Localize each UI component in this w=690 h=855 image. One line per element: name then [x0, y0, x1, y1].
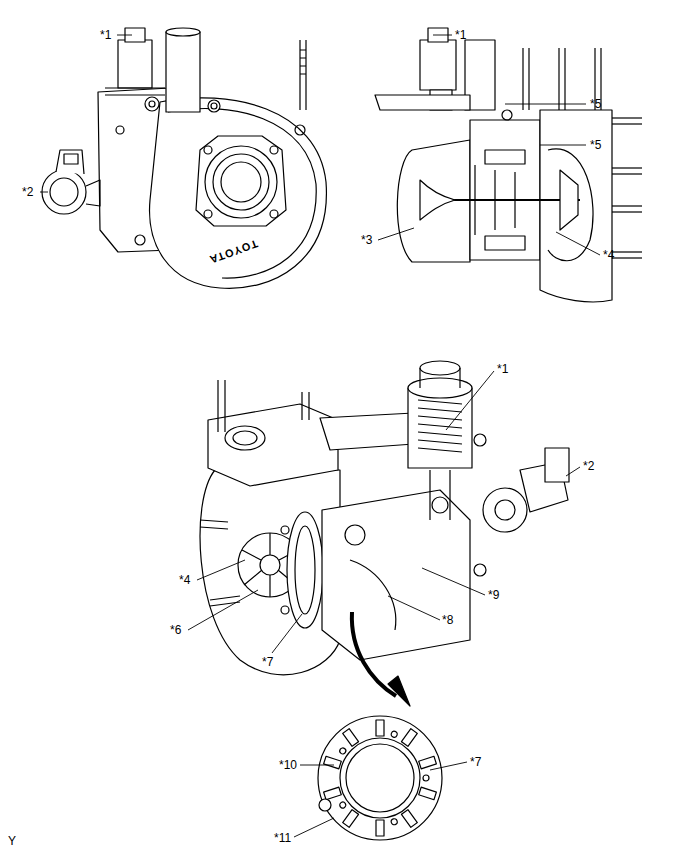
callout-text: *3 — [361, 233, 372, 247]
arrow-head — [388, 676, 410, 706]
callout-number: *10 — [279, 758, 297, 772]
callout-text: *4 — [603, 248, 614, 262]
callout-text: *2 — [22, 185, 33, 199]
callout-number: *1 — [497, 362, 508, 376]
callout-text: *11 — [274, 831, 291, 845]
callout-text: *1 — [100, 28, 111, 42]
callout-number: *4 — [603, 248, 614, 262]
callout-number: *3 — [361, 233, 372, 247]
callout-number: *5 — [590, 97, 601, 111]
perspective-view — [200, 361, 569, 675]
leader-lines — [40, 35, 600, 837]
callout-text: *1 — [455, 28, 466, 42]
callout-text: *5 — [590, 97, 601, 111]
callout-number: *6 — [170, 623, 181, 637]
callout-number: *1 — [455, 28, 466, 42]
callout-text: *5 — [590, 138, 601, 152]
callout-text: *8 — [442, 613, 453, 627]
callout-text: *2 — [583, 459, 594, 473]
callout-number: Y — [8, 834, 16, 848]
callout-text: *6 — [170, 623, 181, 637]
callout-number: *1 — [100, 28, 111, 42]
callout-number: *8 — [442, 613, 453, 627]
callout-number: *2 — [583, 459, 594, 473]
callout-text: *10 — [279, 758, 297, 772]
callout-number: *4 — [179, 573, 190, 587]
callout-text: *4 — [179, 573, 190, 587]
callout-number: *2 — [22, 185, 33, 199]
nozzle-ring-detail — [318, 716, 442, 840]
callout-text: Y — [8, 834, 16, 848]
callout-number: *7 — [470, 755, 481, 769]
callout-number: *9 — [488, 588, 499, 602]
callout-number: *7 — [262, 655, 273, 669]
callout-text: *9 — [488, 588, 499, 602]
section-view — [375, 28, 642, 302]
callout-number: *5 — [590, 138, 601, 152]
front-view — [42, 28, 326, 288]
callout-number: *11 — [274, 831, 291, 845]
callout-text: *7 — [262, 655, 273, 669]
callout-text: *7 — [470, 755, 481, 769]
callout-text: *1 — [497, 362, 508, 376]
